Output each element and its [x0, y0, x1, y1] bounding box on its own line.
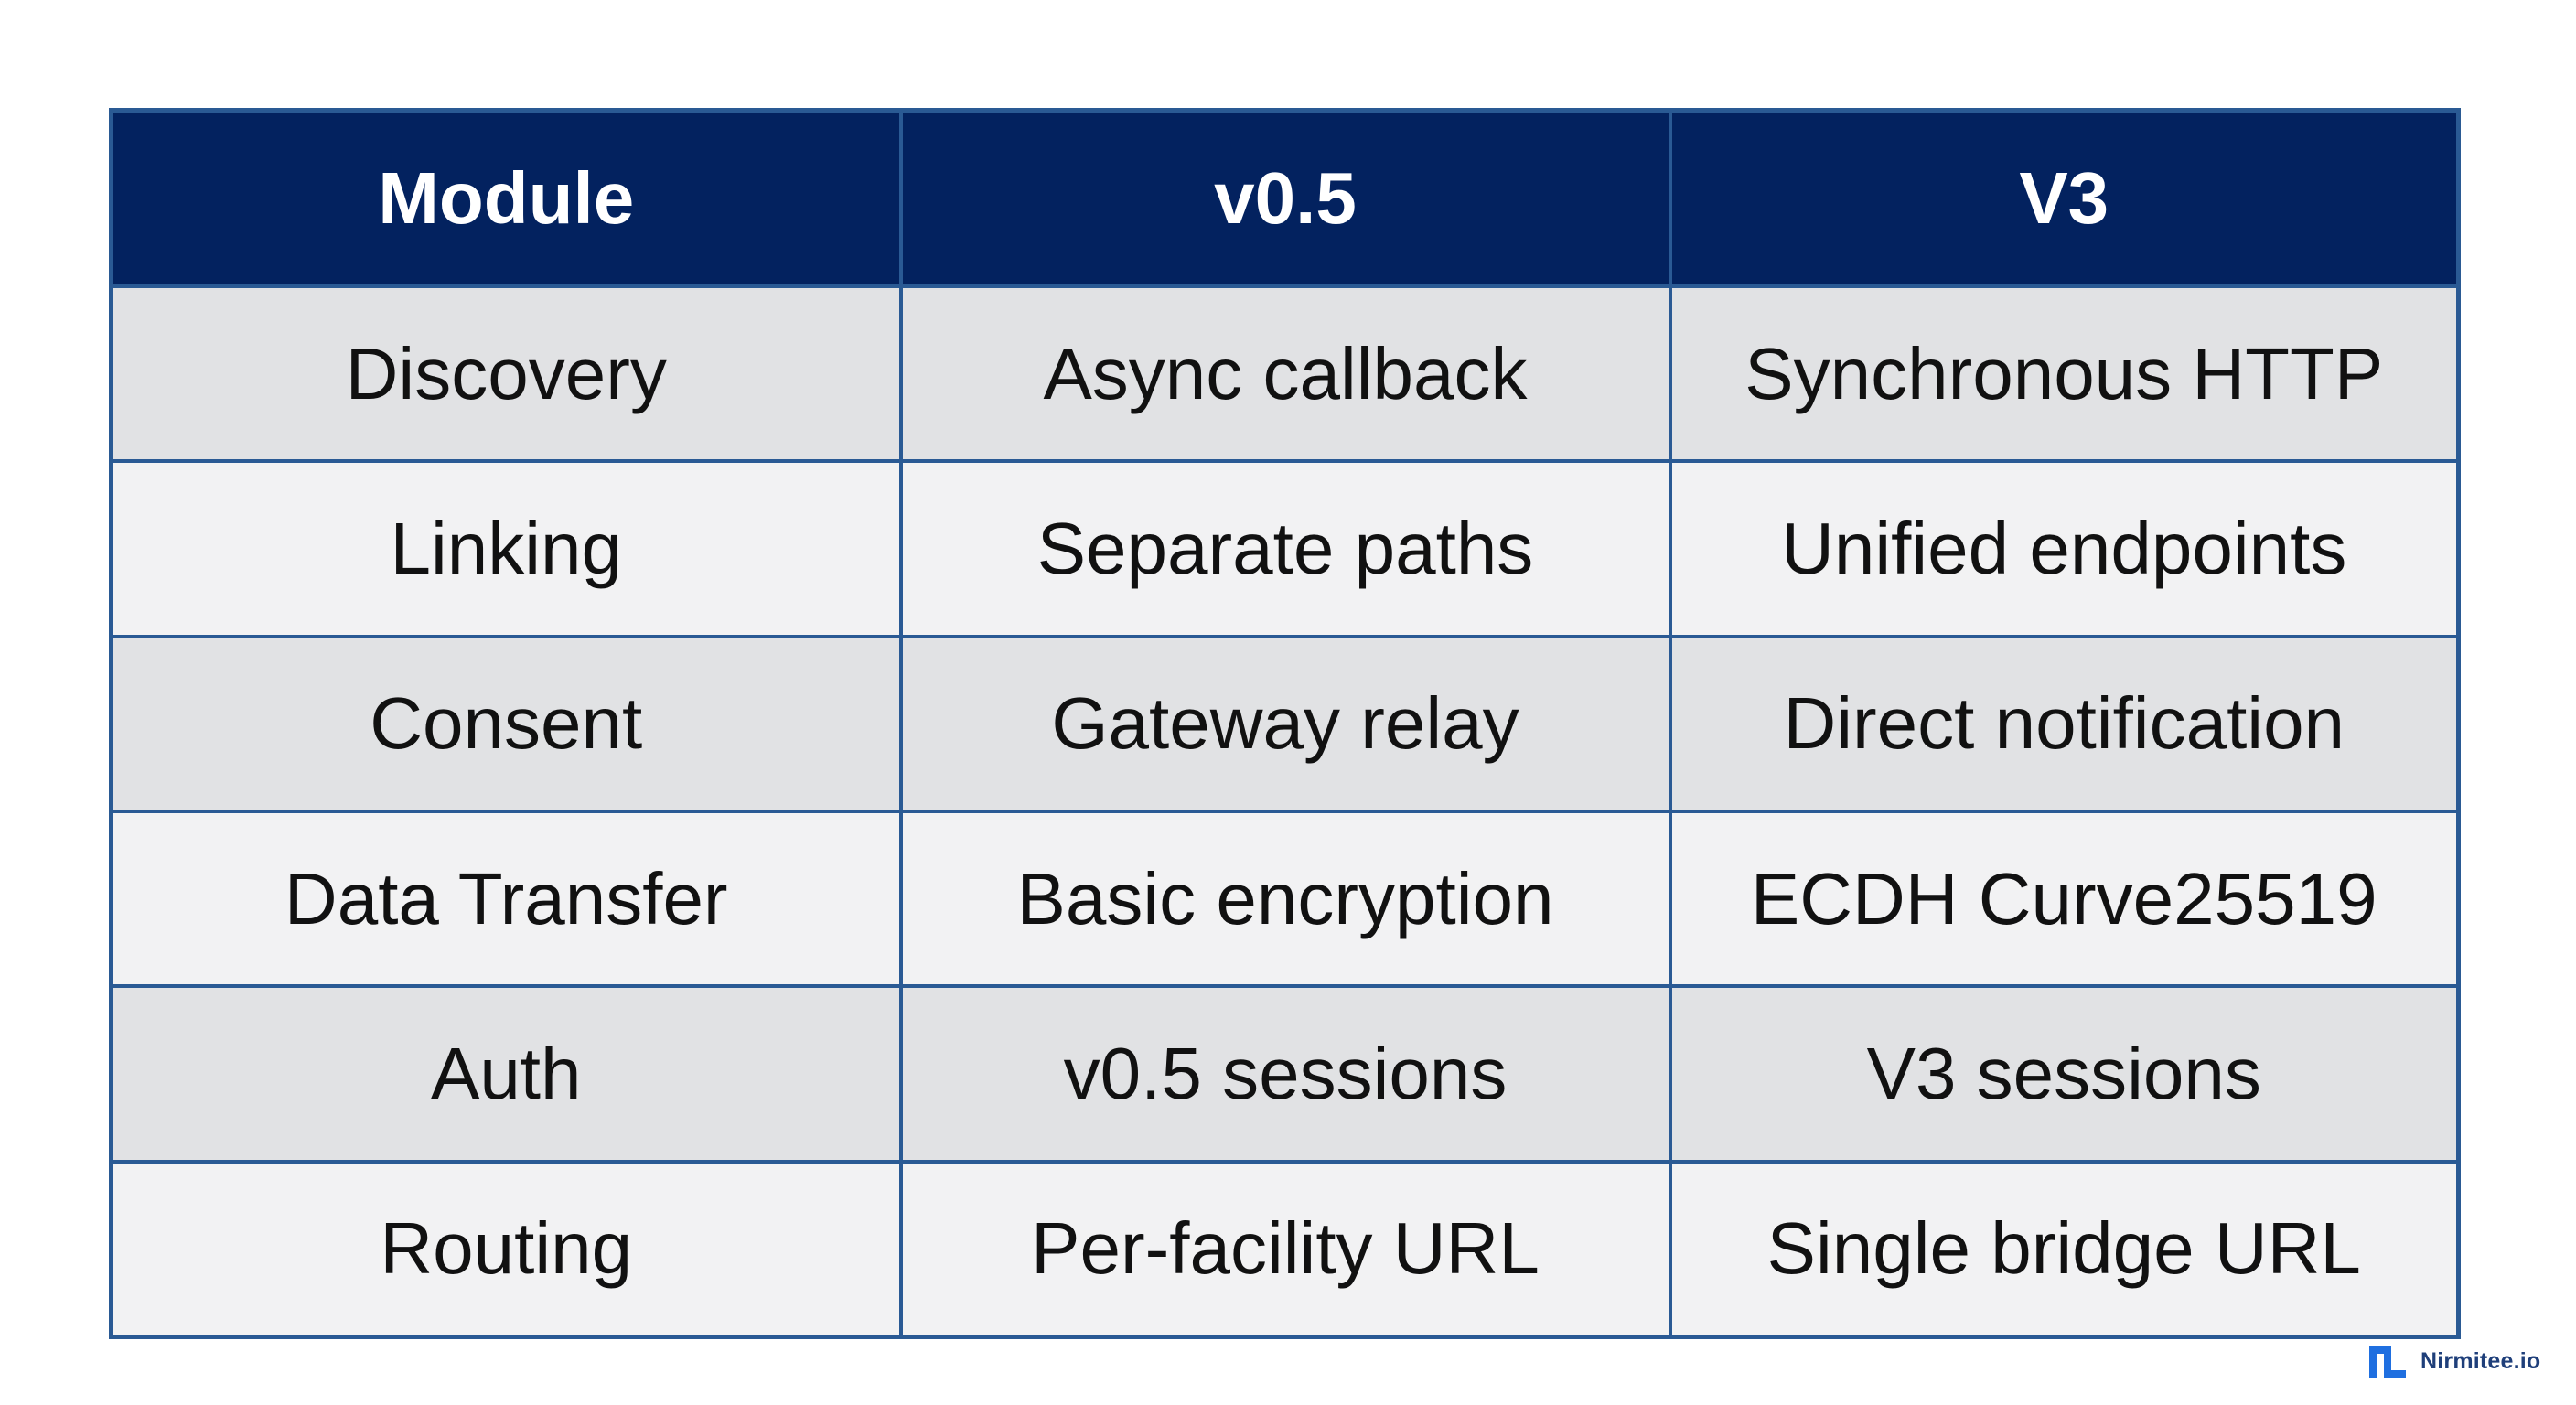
table-row: Discovery Async callback Synchronous HTT…	[109, 284, 2461, 464]
cell-module: Linking	[109, 459, 903, 638]
comparison-table: Module v0.5 V3 Discovery Async callback …	[109, 108, 2461, 1339]
nirmitee-logo-icon	[2369, 1346, 2406, 1378]
cell-v05: Per-facility URL	[898, 1159, 1672, 1339]
header-module: Module	[109, 108, 903, 288]
cell-v3: Synchronous HTTP	[1668, 284, 2461, 464]
cell-v05: Async callback	[898, 284, 1672, 464]
table-row: Auth v0.5 sessions V3 sessions	[109, 984, 2461, 1164]
cell-v05: Gateway relay	[898, 634, 1672, 813]
table-row: Consent Gateway relay Direct notificatio…	[109, 634, 2461, 813]
brand-name: Nirmitee.io	[2420, 1347, 2541, 1374]
header-v3: V3	[1668, 108, 2461, 288]
cell-module: Routing	[109, 1159, 903, 1339]
cell-v3: V3 sessions	[1668, 984, 2461, 1164]
cell-module: Consent	[109, 634, 903, 813]
table-header-row: Module v0.5 V3	[109, 108, 2461, 288]
table-row: Routing Per-facility URL Single bridge U…	[109, 1159, 2461, 1339]
brand-watermark: Nirmitee.io	[2360, 1341, 2550, 1381]
table-row: Linking Separate paths Unified endpoints	[109, 459, 2461, 638]
cell-v05: Separate paths	[898, 459, 1672, 638]
table-row: Data Transfer Basic encryption ECDH Curv…	[109, 809, 2461, 989]
cell-v3: Direct notification	[1668, 634, 2461, 813]
cell-module: Data Transfer	[109, 809, 903, 989]
cell-module: Auth	[109, 984, 903, 1164]
cell-module: Discovery	[109, 284, 903, 464]
cell-v05: v0.5 sessions	[898, 984, 1672, 1164]
cell-v3: ECDH Curve25519	[1668, 809, 2461, 989]
header-v05: v0.5	[898, 108, 1672, 288]
cell-v3: Unified endpoints	[1668, 459, 2461, 638]
comparison-table-container: Module v0.5 V3 Discovery Async callback …	[109, 108, 2461, 1339]
cell-v3: Single bridge URL	[1668, 1159, 2461, 1339]
cell-v05: Basic encryption	[898, 809, 1672, 989]
